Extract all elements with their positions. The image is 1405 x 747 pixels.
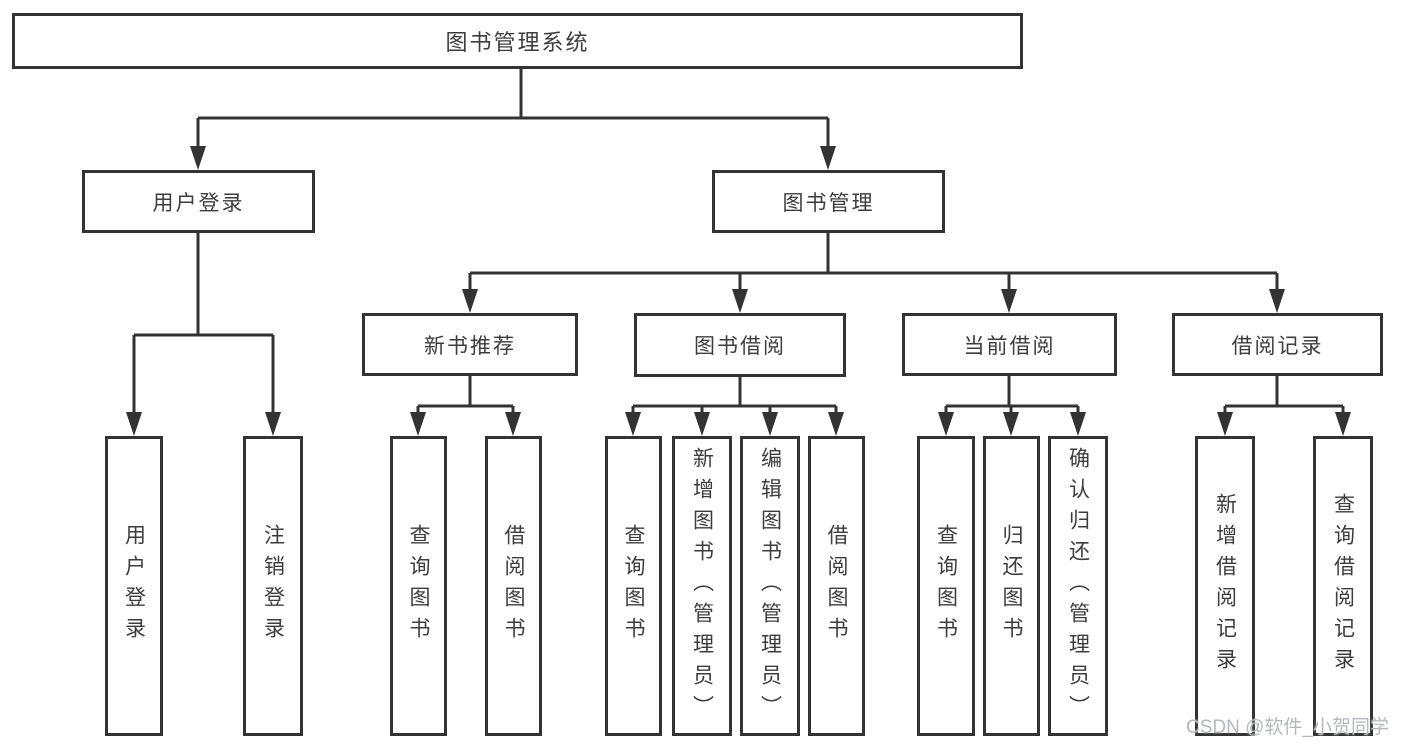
leaf-logout: 注销登录	[243, 436, 303, 736]
connector-book-borrow-subtree	[625, 376, 844, 436]
connector-borrow-record-subtree	[1217, 376, 1351, 436]
leaf-borrow-book-1: 借阅图书	[485, 436, 542, 736]
leaf-label: 查询图书	[407, 524, 430, 648]
leaf-label: 新增图书（管理员）	[690, 446, 714, 726]
leaf-label: 查询图书	[622, 524, 645, 648]
node-borrow-record: 借阅记录	[1172, 313, 1383, 376]
leaf-query-book-3: 查询图书	[917, 436, 975, 736]
leaf-query-book-1: 查询图书	[390, 436, 447, 736]
leaf-label: 新增借阅记录	[1213, 493, 1237, 679]
leaf-user-login: 用户登录	[105, 436, 163, 736]
leaf-edit-book-admin: 编辑图书（管理员）	[740, 436, 800, 736]
connector-user-login-subtree	[126, 233, 281, 436]
leaf-label: 归还图书	[1000, 524, 1023, 648]
node-library-system-root: 图书管理系统	[12, 13, 1023, 69]
leaf-label: 确认归还（管理员）	[1066, 446, 1090, 726]
leaf-label: 编辑图书（管理员）	[758, 446, 782, 726]
leaf-label: 注销登录	[261, 524, 285, 648]
connector-new-book-subtree	[410, 376, 521, 436]
leaf-return-book: 归还图书	[983, 436, 1040, 736]
leaf-confirm-return-admin: 确认归还（管理员）	[1048, 436, 1108, 736]
leaf-label: 查询图书	[934, 524, 958, 648]
leaf-label: 借阅图书	[502, 524, 525, 648]
node-label: 用户登录	[152, 191, 245, 215]
node-label: 新书推荐	[424, 334, 516, 358]
node-label: 图书管理	[782, 191, 875, 215]
node-current-borrow: 当前借阅	[902, 313, 1117, 376]
node-user-login: 用户登录	[82, 170, 315, 233]
node-label: 借阅记录	[1231, 334, 1324, 358]
node-label: 图书管理系统	[445, 30, 590, 55]
connector-current-borrow-subtree	[938, 376, 1086, 436]
leaf-label: 查询借阅记录	[1331, 493, 1355, 679]
leaf-label: 借阅图书	[825, 524, 848, 648]
leaf-label: 用户登录	[122, 524, 146, 648]
node-book-management: 图书管理	[712, 170, 945, 233]
connector-root-to-level2	[190, 69, 836, 170]
csdn-watermark: CSDN @软件_小贺同学	[1186, 717, 1389, 738]
node-book-borrow: 图书借阅	[634, 313, 846, 377]
connector-book-mgmt-to-level3	[462, 233, 1285, 313]
leaf-query-book-2: 查询图书	[605, 436, 662, 736]
node-label: 图书借阅	[694, 335, 786, 358]
node-label: 当前借阅	[963, 334, 1056, 358]
node-new-book-recommend: 新书推荐	[362, 313, 578, 376]
leaf-add-book-admin: 新增图书（管理员）	[672, 436, 732, 736]
leaf-query-borrow-record: 查询借阅记录	[1313, 436, 1373, 736]
leaf-borrow-book-2: 借阅图书	[808, 436, 865, 736]
leaf-add-borrow-record: 新增借阅记录	[1195, 436, 1255, 736]
